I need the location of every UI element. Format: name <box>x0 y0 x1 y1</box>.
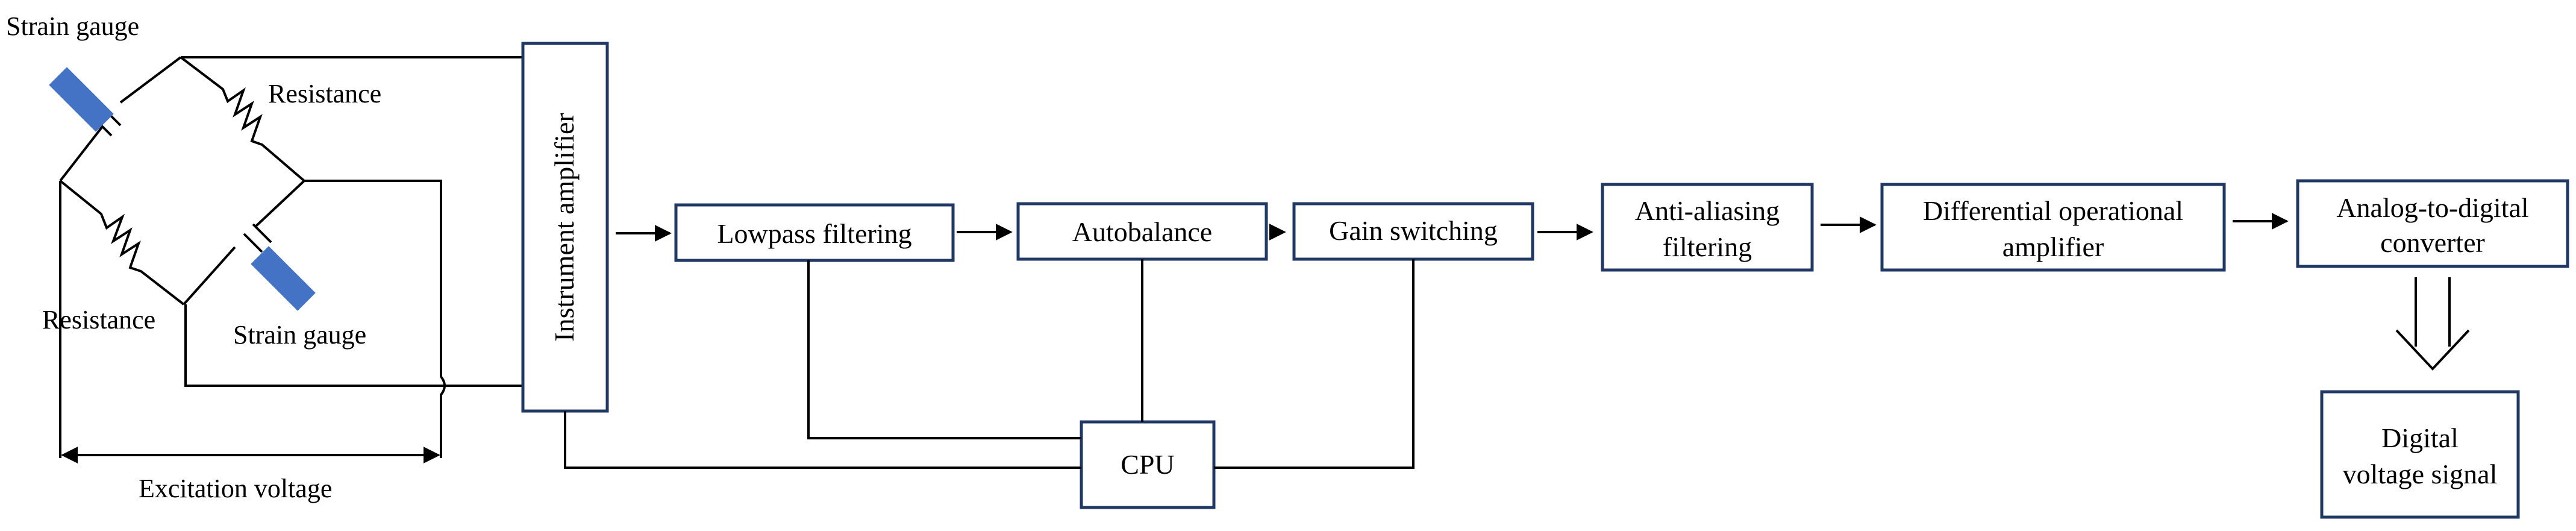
strain-gauge-top-label: Strain gauge <box>6 11 139 41</box>
instrument-amplifier-box <box>521 42 609 413</box>
lowpass-label: Lowpass filtering <box>717 218 911 249</box>
instrument-amplifier-block: Instrument amplifier <box>521 42 609 413</box>
digital-output-box <box>2320 390 2520 519</box>
adc-label-line1: Analog-to-digital <box>2336 192 2528 223</box>
crossover-hop <box>440 375 446 403</box>
anti-aliasing-label-line2: filtering <box>1663 231 1752 262</box>
bridge-wire <box>119 56 182 104</box>
bridge-wire <box>183 246 236 306</box>
cpu-line-lowpass <box>807 260 1081 439</box>
adc-box <box>2296 179 2569 268</box>
cpu-line-amplifier <box>564 411 1081 469</box>
resistance-left-label: Resistance <box>42 305 155 335</box>
strain-gauge-bottom-icon <box>251 246 316 311</box>
autobalance-label: Autobalance <box>1072 216 1212 247</box>
adc-output-double-arrow <box>2395 277 2470 371</box>
diff-opamp-label-line1: Differential operational <box>1923 195 2183 226</box>
resistor-left-icon <box>59 180 185 306</box>
digital-output-label-line1: Digital <box>2381 423 2459 453</box>
digital-output-label-line2: voltage signal <box>2343 459 2498 489</box>
anti-aliasing-label-line1: Anti-aliasing <box>1635 195 1780 226</box>
resistance-top-label: Resistance <box>268 79 381 108</box>
resistor-top-icon <box>180 56 305 182</box>
excitation-voltage-label: Excitation voltage <box>139 474 332 503</box>
cpu-label: CPU <box>1121 449 1174 480</box>
lowpass-box <box>674 203 955 262</box>
gauge-lead <box>252 223 272 244</box>
instrument-amplifier-label: Instrument amplifier <box>549 113 580 341</box>
bridge-output-bottom <box>184 304 523 387</box>
diff-opamp-label-line2: amplifier <box>2002 231 2104 262</box>
bridge-output-right <box>304 180 442 377</box>
gain-switching-label: Gain switching <box>1329 215 1498 246</box>
wheatstone-bridge: Strain gauge Resistance Resistance Strai… <box>6 11 523 503</box>
cpu-box <box>1080 420 1216 509</box>
adc-label-line2: converter <box>2380 227 2485 258</box>
strain-gauge-bottom-label: Strain gauge <box>233 320 366 350</box>
gauge-lead <box>243 233 263 253</box>
anti-aliasing-box <box>1601 183 1814 272</box>
strain-gauge-top-icon <box>49 67 114 132</box>
cpu-line-gain <box>1214 259 1415 469</box>
diff-opamp-box <box>1880 183 2226 272</box>
bridge-wire <box>59 125 104 182</box>
bridge-wire <box>255 180 305 227</box>
